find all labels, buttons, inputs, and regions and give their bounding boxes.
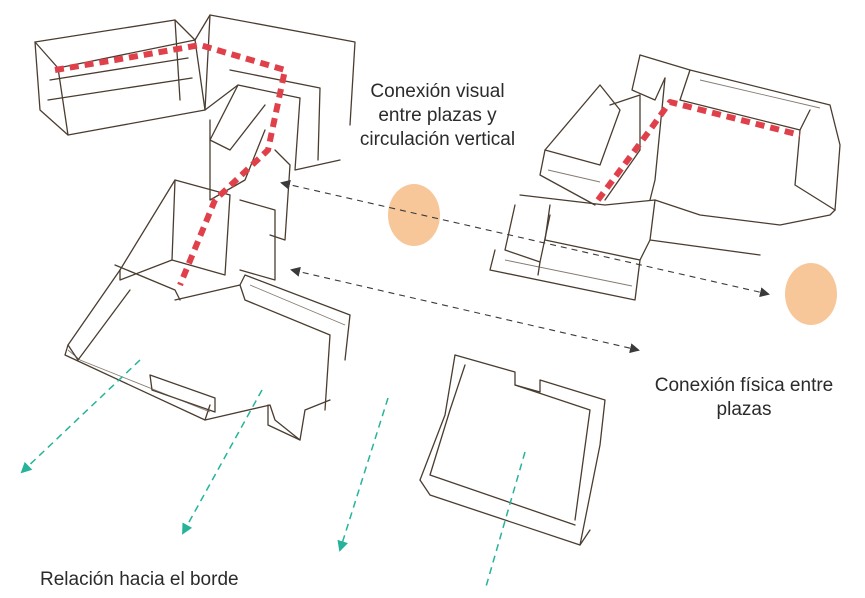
plaza-marker-center [388, 184, 440, 246]
circulation-paths [54, 42, 801, 287]
visual-connection-line-3: circulación vertical [359, 129, 516, 150]
left-building [34, 14, 356, 441]
physical-arrow-lower [290, 266, 640, 354]
physical-connection-label: Conexión física entre plazas [628, 374, 860, 422]
physical-connection-line-1: Conexión física entre [654, 375, 834, 396]
visual-connection-line-2: entre plazas y [378, 105, 497, 126]
border-relation-label: Relación hacia el borde [40, 569, 239, 590]
border-arrow-4 [484, 451, 526, 591]
circulation-path-left [54, 42, 288, 287]
visual-connection-line-1: Conexión visual [370, 81, 505, 102]
circulation-path-right [595, 99, 801, 202]
south-building [419, 354, 606, 546]
physical-connection-line-2: plazas [716, 399, 772, 420]
plaza-marker-right [785, 263, 837, 325]
border-relation-arrows [20, 359, 526, 591]
border-arrow-1 [20, 359, 141, 474]
border-arrow-3 [337, 397, 389, 552]
physical-connection-arrows [280, 179, 770, 354]
visual-connection-label: Conexión visual entre plazas y circulaci… [330, 80, 545, 152]
border-arrow-2 [182, 389, 263, 535]
